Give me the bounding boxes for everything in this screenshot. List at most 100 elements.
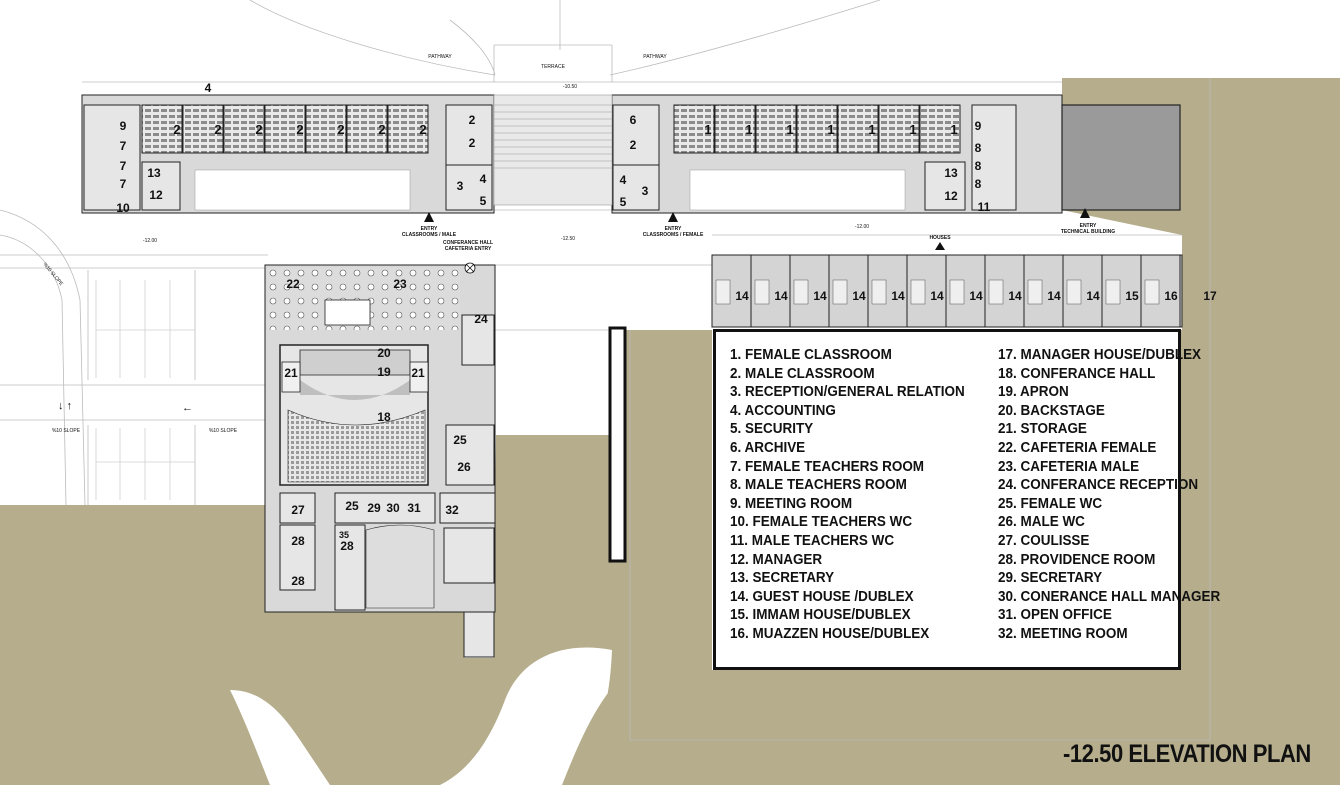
site-annotation: -12.00 xyxy=(855,224,869,230)
room-number: 5 xyxy=(620,195,627,209)
conference-building xyxy=(264,264,496,658)
legend-item: 22. CAFETERIA FEMALE xyxy=(998,439,1157,456)
terrain xyxy=(0,78,1340,785)
legend-item: 25. FEMALE WC xyxy=(998,495,1103,512)
legend-item: 12. MANAGER xyxy=(730,551,823,568)
room-number: 15 xyxy=(1125,289,1139,303)
room-number: 12 xyxy=(149,188,163,202)
room-number: 2 xyxy=(173,122,180,137)
parking xyxy=(95,280,195,500)
room-number: 4 xyxy=(620,173,627,187)
room-number: 17 xyxy=(1203,289,1217,303)
room-number: 12 xyxy=(944,189,958,203)
house-furniture xyxy=(1027,279,1043,305)
classroom-cell xyxy=(182,104,224,154)
technical-building xyxy=(1061,104,1181,211)
room-number: 14 xyxy=(1008,289,1022,303)
site-annotation: %10 SLOPE xyxy=(209,428,238,434)
legend-item: 13. SECRETARY xyxy=(730,570,835,587)
house-furniture xyxy=(793,279,809,305)
legend-item: 32. MEETING ROOM xyxy=(998,625,1129,642)
room-number: 23 xyxy=(393,277,407,291)
legend-item: 15. IMMAM HOUSE/DUBLEX xyxy=(730,607,911,624)
room-number: 2 xyxy=(469,136,476,150)
room-number: 9 xyxy=(120,119,127,133)
room-number: 28 xyxy=(340,539,354,553)
room-number: 13 xyxy=(147,166,161,180)
traffic-arrows: ↓ ↑ ← xyxy=(58,400,193,414)
room-number: 7 xyxy=(120,159,127,173)
legend-item: 24. CONFERANCE RECEPTION xyxy=(998,477,1199,494)
classroom-building xyxy=(81,94,1181,214)
legend-item: 26. MALE WC xyxy=(998,514,1086,531)
legend-item: 3. RECEPTION/GENERAL RELATION xyxy=(730,384,965,401)
legend-item: 21. STORAGE xyxy=(998,421,1088,438)
room-number: 19 xyxy=(377,365,391,379)
room-number: 1 xyxy=(704,122,711,137)
house-furniture xyxy=(871,279,887,305)
room-number: 29 xyxy=(367,501,381,515)
room-number: 1 xyxy=(827,122,834,137)
legend-item: 9. MEETING ROOM xyxy=(730,495,853,512)
room-number: 10 xyxy=(116,201,130,215)
site-annotation: -12.00 xyxy=(143,238,157,244)
room-number: 1 xyxy=(745,122,752,137)
room-number: 14 xyxy=(969,289,983,303)
legend-item: 16. MUAZZEN HOUSE/DUBLEX xyxy=(730,625,930,642)
room-number: 20 xyxy=(377,346,391,360)
retaining-wall xyxy=(608,326,627,563)
room-number: 11 xyxy=(978,200,991,214)
site-annotation: TERRACE xyxy=(541,64,566,70)
room-number: 24 xyxy=(474,312,488,326)
room-number: 21 xyxy=(284,366,298,380)
room-number: 4 xyxy=(480,172,487,186)
room-number: 2 xyxy=(419,122,426,137)
house-furniture xyxy=(715,279,731,305)
legend-item: 17. MANAGER HOUSE/DUBLEX xyxy=(998,347,1202,363)
room-number: 14 xyxy=(930,289,944,303)
room-number: 5 xyxy=(480,194,487,208)
room-number: 14 xyxy=(813,289,827,303)
room-number: 7 xyxy=(120,139,127,153)
legend-item: 7. FEMALE TEACHERS ROOM xyxy=(730,458,925,475)
room-number: 3 xyxy=(457,179,464,193)
room-number: 8 xyxy=(975,141,982,155)
classroom-cell xyxy=(837,104,879,154)
site-annotation: %10 SLOPE xyxy=(41,262,64,288)
room-number: 27 xyxy=(291,503,305,517)
legend-item: 14. GUEST HOUSE /DUBLEX xyxy=(730,588,914,605)
room-number: 14 xyxy=(774,289,788,303)
room-number: 32 xyxy=(445,503,459,517)
room-number: 14 xyxy=(1086,289,1100,303)
classroom-cell xyxy=(305,104,347,154)
legend-item: 29. SECRETARY xyxy=(998,570,1103,587)
plan-title: -12.50 ELEVATION PLAN xyxy=(1063,740,1311,768)
room-number: 21 xyxy=(411,366,425,380)
classroom-cell xyxy=(673,104,715,154)
legend-item: 28. PROVIDENCE ROOM xyxy=(998,551,1156,568)
classroom-cell xyxy=(755,104,797,154)
legend-item: 18. CONFERANCE HALL xyxy=(998,365,1156,382)
room-number: 28 xyxy=(291,574,305,588)
house-furniture xyxy=(1144,279,1160,305)
room-number: 2 xyxy=(469,113,476,127)
room-number: 18 xyxy=(377,410,391,424)
classroom-cell xyxy=(223,104,265,154)
legend-item: 19. APRON xyxy=(998,384,1070,401)
room-number: 1 xyxy=(868,122,875,137)
room-number: 2 xyxy=(378,122,385,137)
room-number: 26 xyxy=(457,460,471,474)
site-annotation: %10 SLOPE xyxy=(52,428,81,434)
svg-text:↓ ↑: ↓ ↑ xyxy=(58,400,72,412)
classroom-cell xyxy=(796,104,838,154)
legend-item: 27. COULISSE xyxy=(998,532,1090,549)
classroom-cell xyxy=(264,104,306,154)
site-annotation: PATHWAY xyxy=(428,54,452,60)
